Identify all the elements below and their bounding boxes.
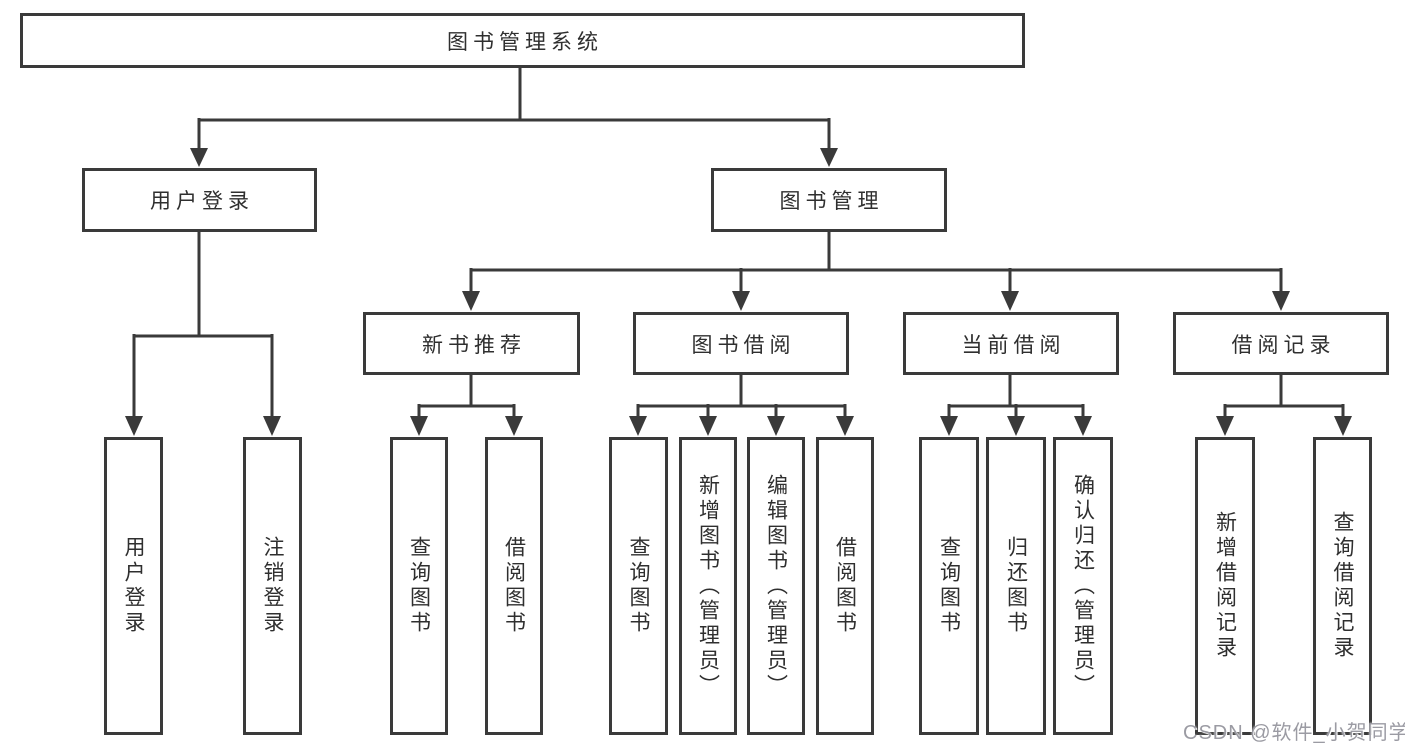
leaf-borrowing-add-books-admin: 新增图书（管理员） xyxy=(679,437,737,735)
leaf-borrowing-borrow-books: 借阅图书 xyxy=(816,437,874,735)
leaf-borrowing-query-books: 查询图书 xyxy=(609,437,668,735)
leaf-borrowing-edit-books-admin: 编辑图书（管理员） xyxy=(747,437,805,735)
leaf-records-query-record: 查询借阅记录 xyxy=(1313,437,1372,735)
node-borrow-records: 借阅记录 xyxy=(1173,312,1389,375)
leaf-current-return-books: 归还图书 xyxy=(986,437,1046,735)
leaf-logout: 注销登录 xyxy=(243,437,302,735)
node-root-system: 图书管理系统 xyxy=(20,13,1025,68)
leaf-recommend-borrow-books: 借阅图书 xyxy=(485,437,543,735)
leaf-current-query-books: 查询图书 xyxy=(919,437,979,735)
node-user-login: 用户登录 xyxy=(82,168,317,232)
node-book-borrowing: 图书借阅 xyxy=(633,312,849,375)
node-new-book-recommend: 新书推荐 xyxy=(363,312,580,375)
csdn-watermark: CSDN @软件_小贺同学 xyxy=(1183,722,1405,744)
node-current-borrowing: 当前借阅 xyxy=(903,312,1119,375)
leaf-recommend-query-books: 查询图书 xyxy=(390,437,448,735)
leaf-current-confirm-return-admin: 确认归还（管理员） xyxy=(1053,437,1113,735)
node-book-management: 图书管理 xyxy=(711,168,947,232)
leaf-user-login: 用户登录 xyxy=(104,437,163,735)
leaf-records-add-record: 新增借阅记录 xyxy=(1195,437,1255,735)
